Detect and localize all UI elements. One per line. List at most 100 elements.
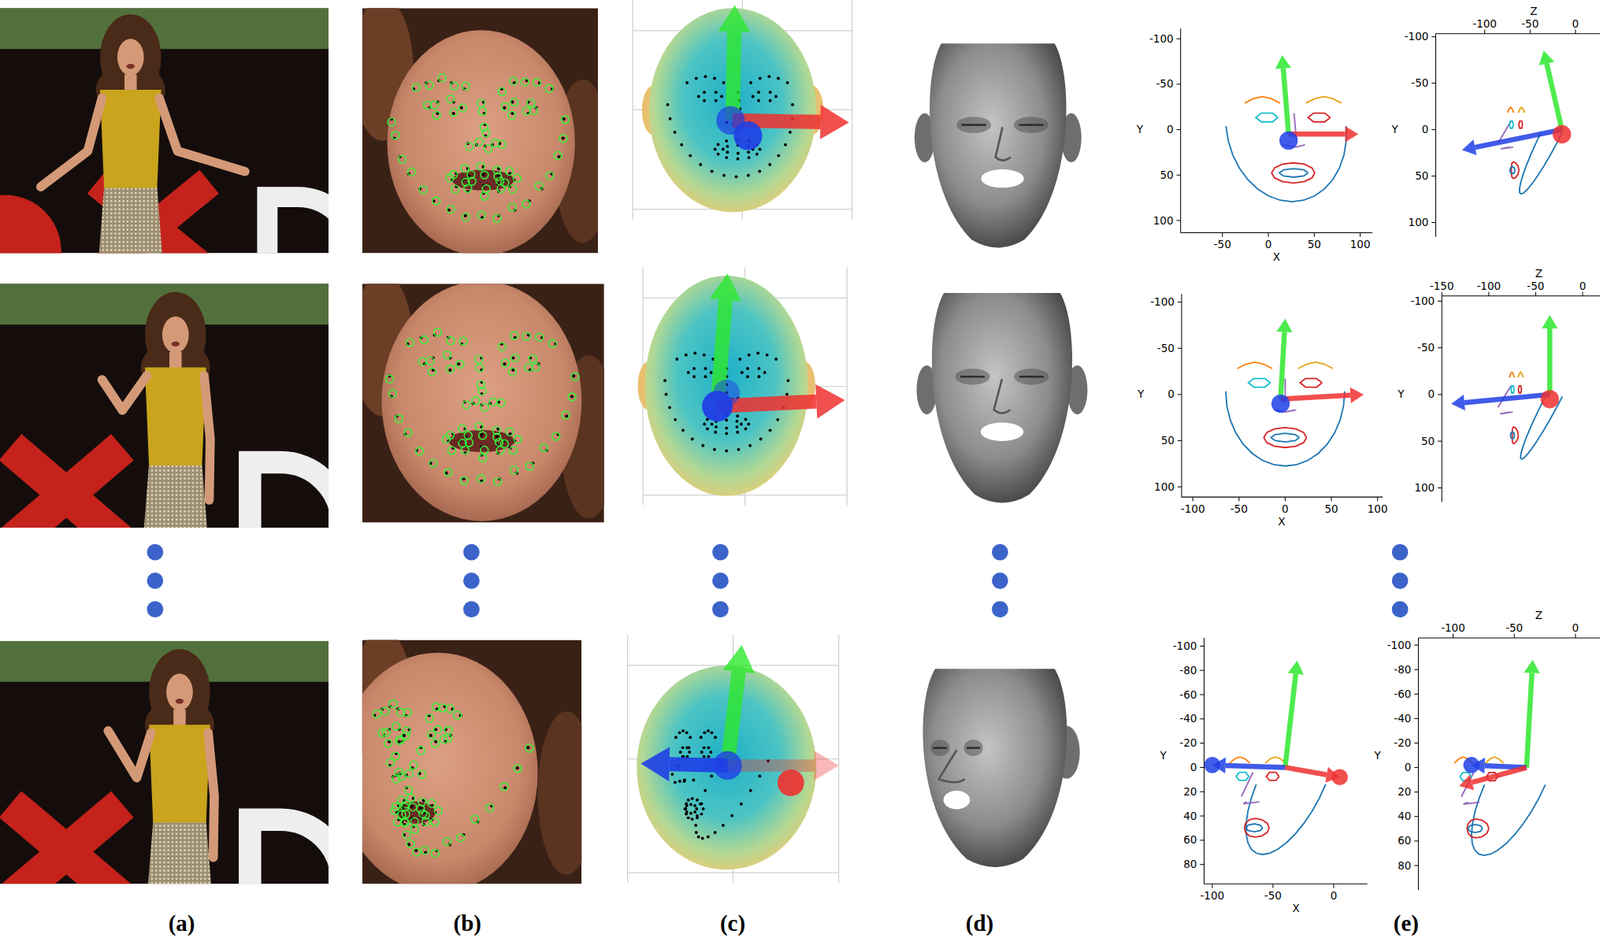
- landmark-dot: [689, 812, 693, 816]
- tick-mark: [1574, 29, 1576, 34]
- eye-lid: [1019, 375, 1044, 379]
- landmark-dot: [410, 805, 414, 809]
- tick-mark: [1211, 883, 1213, 888]
- pose-plot: [1414, 634, 1600, 891]
- landmark-circle: [501, 103, 509, 112]
- landmark-dot: [556, 155, 561, 159]
- axis-tick-label: 0: [1428, 388, 1436, 401]
- landmark-contour: [1225, 126, 1347, 202]
- axis-tick-label: -50: [1230, 503, 1248, 516]
- landmark-dot: [725, 144, 729, 149]
- landmark-circle: [497, 399, 505, 408]
- landmark-dot: [562, 117, 566, 121]
- continuation-dot: [463, 544, 480, 561]
- landmark-dot: [668, 117, 672, 121]
- landmark-circle: [392, 722, 401, 731]
- axis-title: Z: [1535, 609, 1543, 622]
- axis-origin: [1462, 757, 1480, 774]
- face-crop: [362, 640, 582, 885]
- landmark-contour: [1263, 427, 1307, 448]
- landmark-contour: [1244, 818, 1270, 838]
- landmark-circle: [482, 129, 491, 138]
- red-stage-letter: [96, 181, 209, 254]
- axis-title: Z: [1529, 5, 1537, 18]
- head-surface: [645, 275, 809, 497]
- landmark-circle: [513, 435, 522, 444]
- arrow-head: [1275, 55, 1292, 70]
- tick-mark: [1574, 634, 1576, 639]
- axis-spine: [1418, 637, 1600, 639]
- tick-mark: [1199, 864, 1204, 865]
- landmark-circle: [409, 761, 418, 770]
- landmark-circle: [415, 447, 424, 456]
- landmark-dot: [701, 807, 706, 811]
- landmark-dot: [460, 106, 464, 110]
- landmark-dot: [747, 155, 751, 160]
- tick-mark: [1176, 129, 1181, 130]
- face-crop: [362, 7, 598, 253]
- landmark-dot: [482, 172, 486, 176]
- tick-mark: [1176, 174, 1181, 176]
- landmark-dot: [751, 95, 755, 99]
- tick-mark: [1414, 718, 1419, 720]
- landmark-dot: [710, 423, 714, 427]
- landmark-dot: [713, 430, 717, 435]
- landmark-dot: [709, 774, 713, 778]
- landmark-dot: [663, 378, 667, 383]
- yellow-top: [144, 367, 207, 466]
- landmark-circle: [552, 432, 561, 441]
- axis-tick-label: 100: [1414, 482, 1435, 494]
- landmark-circle: [561, 411, 570, 420]
- axis-spine: [1180, 293, 1182, 498]
- landmark-dot: [713, 831, 717, 835]
- arrow-head: [815, 384, 845, 419]
- landmark-circle: [402, 831, 411, 839]
- axis-origin: [1279, 131, 1298, 150]
- landmark-dot: [699, 735, 703, 739]
- landmark-dot: [746, 367, 750, 371]
- landmark-contour: [1509, 372, 1515, 379]
- landmark-dot: [735, 419, 739, 424]
- landmark-circle: [447, 446, 456, 455]
- tick-mark: [1199, 645, 1204, 647]
- continuation-dot: [147, 544, 164, 561]
- landmark-dot: [786, 81, 790, 85]
- landmark-circle: [525, 462, 534, 471]
- landmark-dot: [740, 371, 744, 375]
- landmark-contour: [1509, 121, 1514, 129]
- axis-tick-label: -50: [1156, 77, 1174, 90]
- tick-mark: [1377, 497, 1378, 502]
- panel-label: (c): [720, 911, 746, 937]
- landmark-circle: [464, 431, 472, 440]
- landmark-circle: [508, 446, 517, 455]
- tick-mark: [1177, 348, 1182, 349]
- landmark-circle: [500, 440, 509, 449]
- arrow-head: [723, 645, 755, 674]
- landmark-circle: [453, 711, 462, 720]
- grid-line: [627, 872, 839, 873]
- continuation-dot: [712, 572, 729, 590]
- landmark-dot: [685, 804, 689, 808]
- landmark-contour: [1518, 386, 1522, 394]
- landmark-dot: [690, 817, 695, 821]
- landmark-contour: [1510, 167, 1515, 175]
- landmark-dot: [721, 824, 725, 828]
- landmark-circle: [446, 205, 455, 214]
- landmark-circle: [477, 99, 486, 108]
- arrow-shaft: [1464, 394, 1550, 403]
- axis-tick-label: -100: [1387, 639, 1412, 652]
- landmark-dot: [700, 750, 704, 754]
- landmark-dot: [687, 750, 691, 754]
- red-stage-letter: [0, 195, 62, 254]
- landmark-circle: [410, 817, 419, 826]
- landmark-circle: [430, 818, 439, 827]
- landmark-dot: [694, 77, 698, 81]
- tick-mark: [1176, 38, 1181, 40]
- landmark-dot: [571, 374, 576, 378]
- landmark-circle: [446, 95, 455, 104]
- landmark-dot: [735, 174, 739, 179]
- landmark-dot: [695, 798, 699, 802]
- landmark-circle: [419, 809, 427, 818]
- landmark-contour: [1507, 107, 1515, 113]
